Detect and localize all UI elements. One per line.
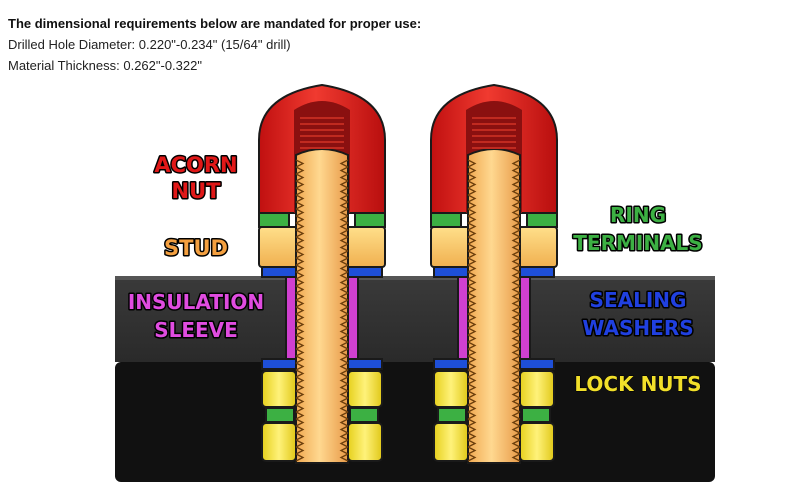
- svg-text:SLEEVE: SLEEVE: [154, 318, 238, 342]
- svg-text:INSULATION: INSULATION: [128, 290, 264, 314]
- ring-terminal: [349, 407, 379, 423]
- ring-terminal: [521, 407, 551, 423]
- sealing-washer: [261, 266, 299, 278]
- label-acorn-nut: ACORN NUT: [153, 152, 239, 205]
- insulation-sleeve: [457, 276, 469, 360]
- label-sealing-washers: SEALING WASHERS: [581, 287, 695, 342]
- sealing-washer: [345, 358, 383, 370]
- specification-text: The dimensional requirements below are m…: [8, 13, 421, 76]
- lock-nut: [347, 422, 383, 462]
- insulation-sleeve: [519, 276, 531, 360]
- sealing-washer: [261, 358, 299, 370]
- label-insulation-sleeve: INSULATION SLEEVE: [126, 289, 265, 344]
- insulation-sleeve: [347, 276, 359, 360]
- ring-terminal: [258, 212, 290, 228]
- ring-terminal: [265, 407, 295, 423]
- lock-nut: [519, 370, 555, 408]
- sealing-washer: [517, 266, 555, 278]
- lock-nut: [433, 422, 469, 462]
- ring-terminal: [354, 212, 386, 228]
- svg-text:ACORN: ACORN: [154, 153, 237, 177]
- stud-shaft: [295, 148, 349, 464]
- insulation-sleeve: [285, 276, 297, 360]
- ring-terminal: [430, 212, 462, 228]
- stud-assembly-left: [258, 83, 386, 464]
- label-lock-nuts: LOCK NUTS: [574, 372, 701, 396]
- stud-shaft: [467, 148, 521, 464]
- sealing-washer: [433, 266, 471, 278]
- svg-text:RING: RING: [610, 203, 666, 227]
- spec-heading: The dimensional requirements below are m…: [8, 16, 422, 31]
- label-ring-terminals: RING TERMINALS: [572, 202, 704, 257]
- sealing-washer: [433, 358, 471, 370]
- ring-terminal: [526, 212, 558, 228]
- lock-nut: [519, 422, 555, 462]
- svg-text:TERMINALS: TERMINALS: [573, 231, 702, 255]
- svg-text:SEALING: SEALING: [590, 288, 687, 312]
- spec-hole-diameter: Drilled Hole Diameter: 0.220"-0.234" (15…: [8, 37, 291, 52]
- lock-nut: [433, 370, 469, 408]
- sealing-washer: [517, 358, 555, 370]
- svg-text:WASHERS: WASHERS: [582, 316, 693, 340]
- lock-nut: [261, 422, 297, 462]
- lock-nut: [261, 370, 297, 408]
- svg-text:NUT: NUT: [172, 179, 222, 203]
- stud-assembly-right: [430, 83, 558, 464]
- spec-material-thickness: Material Thickness: 0.262"-0.322": [8, 58, 202, 73]
- lock-nut: [347, 370, 383, 408]
- ring-terminal: [437, 407, 467, 423]
- label-stud: STUD: [164, 236, 228, 260]
- sealing-washer: [345, 266, 383, 278]
